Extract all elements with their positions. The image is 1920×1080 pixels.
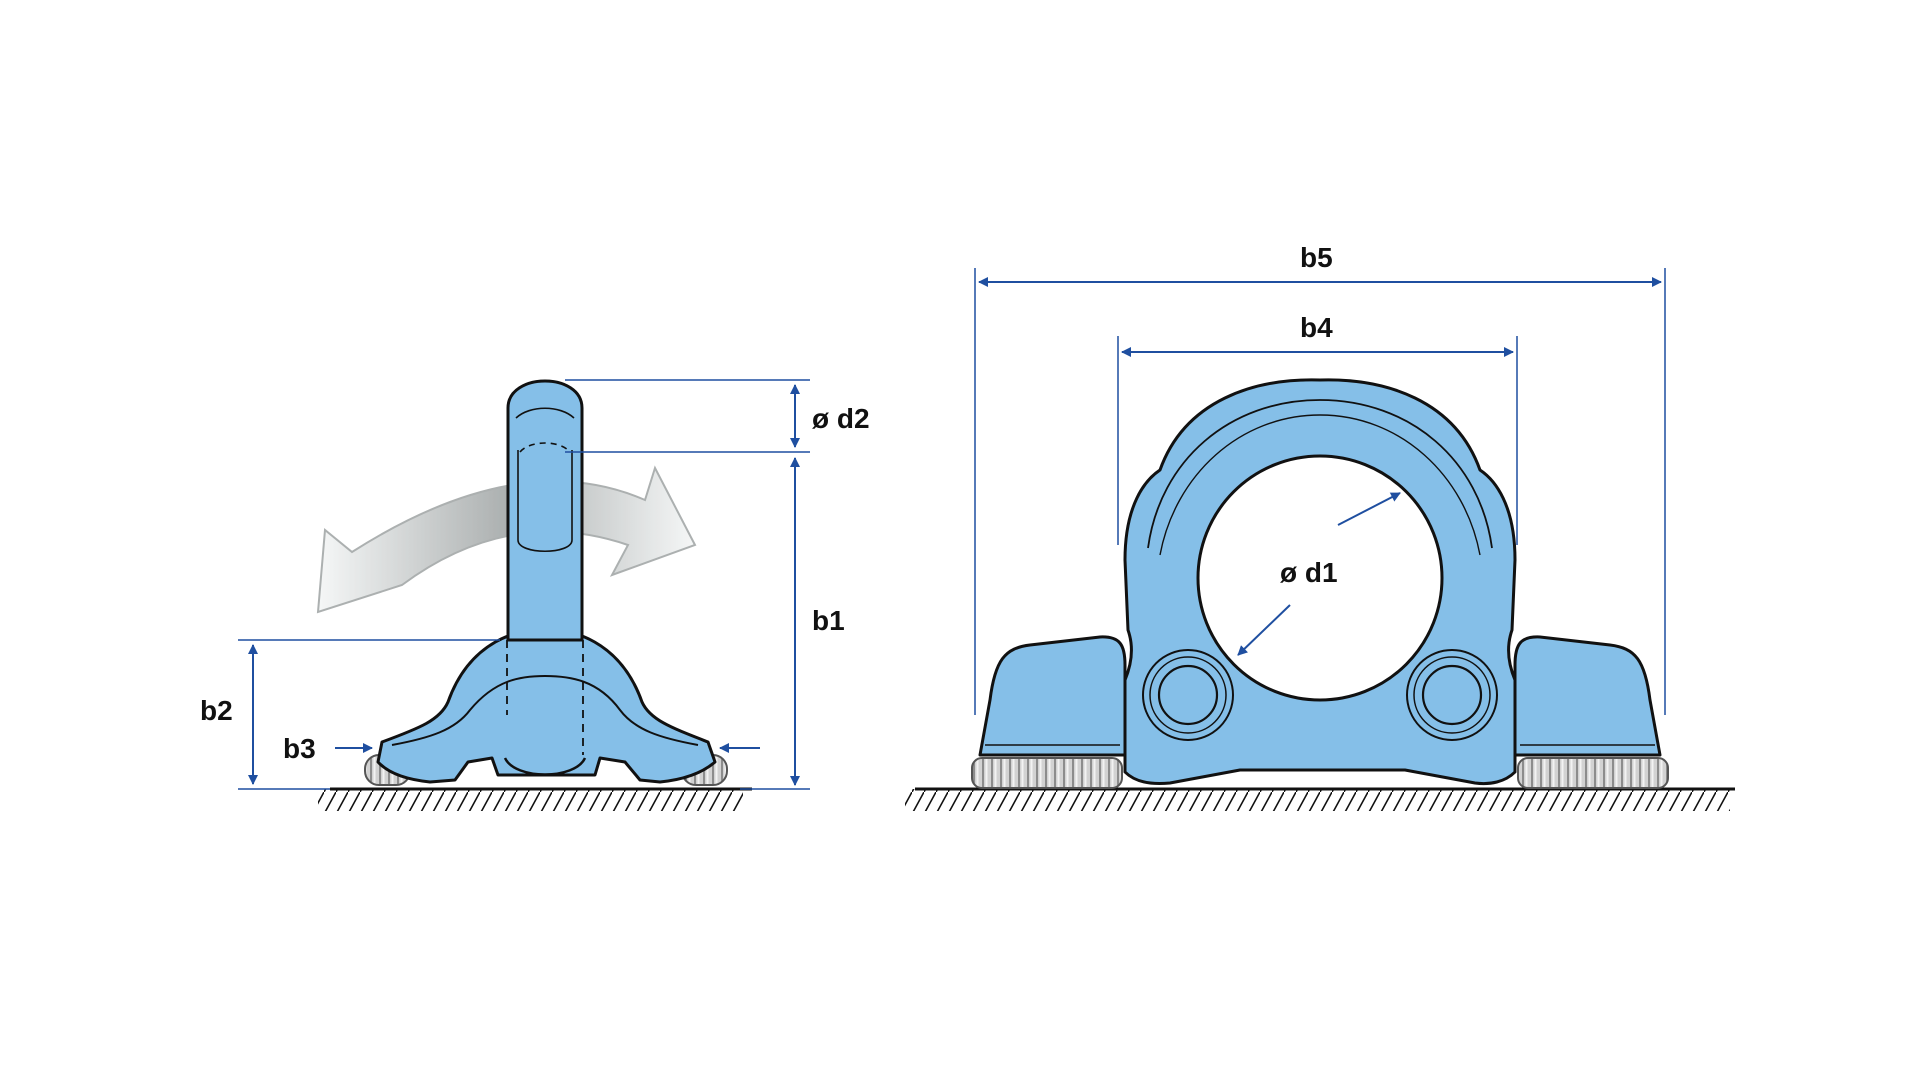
front-view-ground	[905, 787, 1735, 811]
curved-double-arrow-icon	[316, 465, 697, 614]
label-b2: b2	[200, 695, 233, 726]
right-bolt-thread	[1517, 757, 1669, 789]
hidden-line-cap	[519, 442, 571, 453]
ring-hole	[1196, 454, 1444, 702]
dimension-b1: b1	[740, 457, 845, 790]
ring-contour-outer	[1147, 399, 1493, 549]
left-foot-pad	[978, 635, 1127, 757]
label-b4: b4	[1300, 312, 1333, 343]
side-view-base-contour	[391, 674, 699, 746]
label-b1: b1	[812, 605, 845, 636]
label-b3: b3	[283, 733, 316, 764]
side-view-ring-bar-cap-line	[515, 407, 575, 419]
right-bolt-head	[1406, 649, 1498, 741]
dimension-b3: b3	[283, 733, 760, 764]
side-view-center-boss	[503, 757, 587, 776]
dimension-d1: ø d1	[1237, 492, 1401, 656]
label-b5: b5	[1300, 242, 1333, 273]
dimension-d2: ø d2	[565, 379, 870, 453]
dimension-b4: b4	[1117, 312, 1518, 545]
side-view: ø d2 b1 b2 b3	[200, 379, 870, 811]
side-view-ring-bar-highlight	[517, 450, 573, 553]
left-bolt-thread	[971, 757, 1123, 789]
side-view-base-body	[376, 628, 717, 784]
right-foot-pad	[1513, 635, 1662, 757]
front-view: ø d1 b4 b5	[905, 242, 1735, 811]
side-view-ground	[318, 787, 752, 811]
label-d2: ø d2	[812, 403, 870, 434]
side-view-ring-bar	[506, 379, 584, 642]
ring-contour-inner	[1159, 414, 1481, 556]
label-d1: ø d1	[1280, 557, 1338, 588]
dimension-b5: b5	[974, 242, 1666, 715]
left-bolt-head	[1142, 649, 1234, 741]
dimension-b2: b2	[200, 639, 500, 790]
